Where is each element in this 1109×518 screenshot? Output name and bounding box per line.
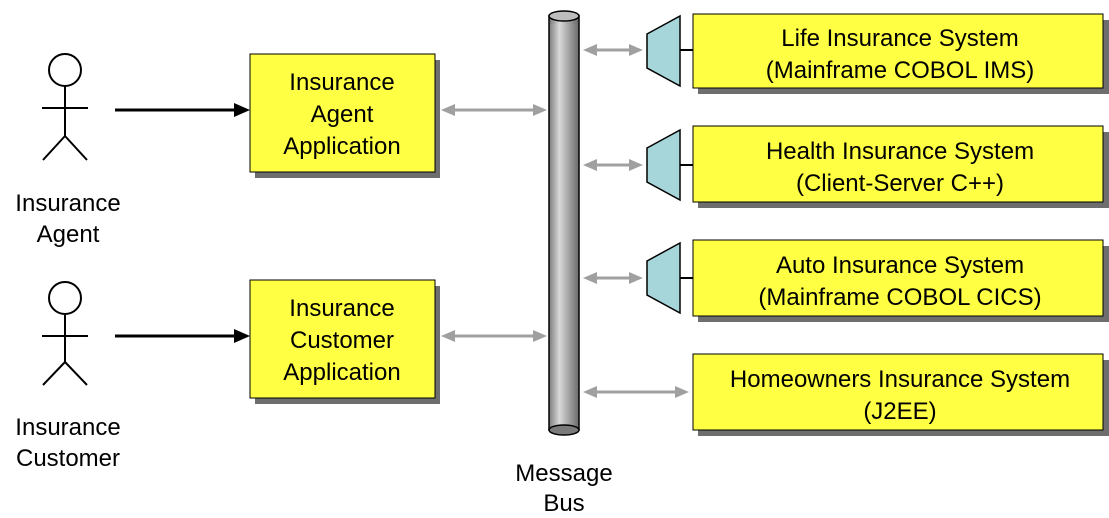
actor-label-line-1: Insurance xyxy=(15,190,120,217)
adapter-auto-icon xyxy=(646,241,693,315)
insurance-customer-application-box: Insurance Customer Application xyxy=(249,279,440,404)
insurance-agent-application-box: Insurance Agent Application xyxy=(249,53,440,178)
box-label-line-1: Insurance xyxy=(289,295,394,322)
actor-insurance-customer: Insurance Customer xyxy=(15,281,121,472)
system-label-line-2: (Client-Server C++) xyxy=(796,170,1004,197)
double-arrow-bus-homeowners xyxy=(583,386,689,398)
bus-label-line-2: Bus xyxy=(543,490,584,517)
box-label-line-1: Insurance xyxy=(289,69,394,96)
auto-insurance-system-box: Auto Insurance System (Mainframe COBOL C… xyxy=(692,239,1109,322)
double-arrow-agent-app-bus xyxy=(441,104,547,116)
actor-label-line-2: Customer xyxy=(16,445,120,472)
life-insurance-system-box: Life Insurance System (Mainframe COBOL I… xyxy=(692,13,1109,94)
system-label-line-2: (Mainframe COBOL IMS) xyxy=(766,57,1035,84)
arrow-customer-to-app xyxy=(115,329,250,343)
actor-insurance-agent: Insurance Agent xyxy=(15,53,121,248)
stick-figure-icon xyxy=(42,53,88,161)
system-label-line-2: (Mainframe COBOL CICS) xyxy=(758,284,1041,311)
box-label-line-3: Application xyxy=(283,133,400,160)
message-bus: Message Bus xyxy=(515,10,613,517)
double-arrow-bus-life xyxy=(583,44,643,56)
actor-label-line-1: Insurance xyxy=(15,414,120,441)
arrow-agent-to-app xyxy=(115,103,250,117)
box-label-line-2: Agent xyxy=(311,101,374,128)
adapter-health-icon xyxy=(646,128,693,202)
system-label-line-1: Auto Insurance System xyxy=(776,252,1024,279)
double-arrow-customer-app-bus xyxy=(441,330,547,342)
system-label-line-1: Homeowners Insurance System xyxy=(730,366,1070,393)
bus-label-line-1: Message xyxy=(515,460,612,487)
stick-figure-icon xyxy=(42,281,88,386)
box-label-line-2: Customer xyxy=(290,327,394,354)
actor-label-line-2: Agent xyxy=(37,221,100,248)
adapter-life-icon xyxy=(646,14,693,88)
double-arrow-bus-health xyxy=(583,159,643,171)
box-label-line-3: Application xyxy=(283,359,400,386)
health-insurance-system-box: Health Insurance System (Client-Server C… xyxy=(692,125,1109,208)
double-arrow-bus-auto xyxy=(583,272,643,284)
system-label-line-1: Life Insurance System xyxy=(781,25,1018,52)
system-label-line-2: (J2EE) xyxy=(863,398,936,425)
homeowners-insurance-system-box: Homeowners Insurance System (J2EE) xyxy=(692,353,1109,436)
system-label-line-1: Health Insurance System xyxy=(766,138,1034,165)
